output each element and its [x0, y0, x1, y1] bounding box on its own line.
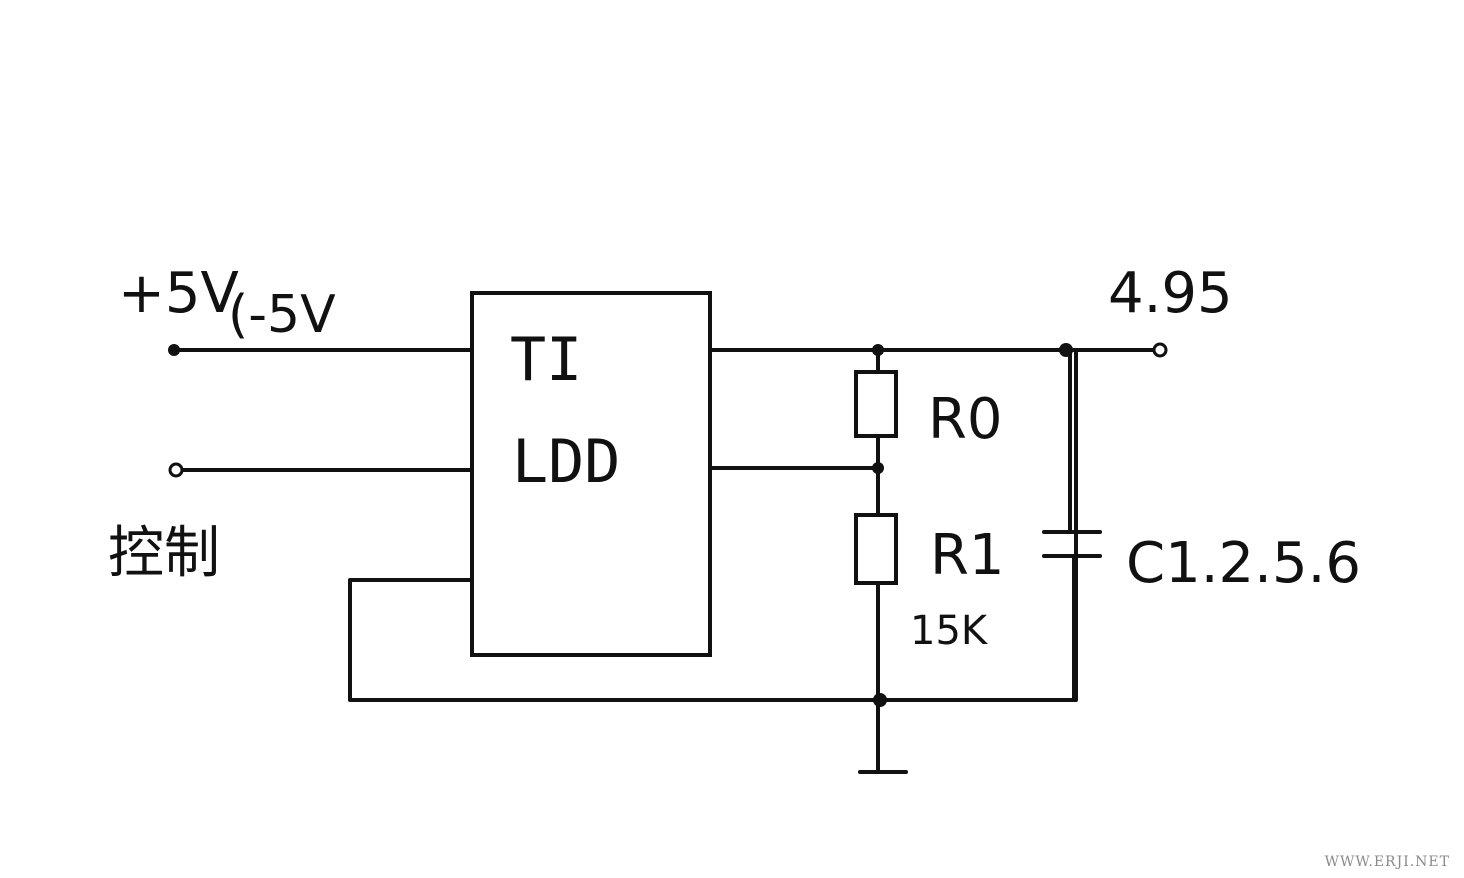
- resistor-r1: [854, 513, 898, 585]
- junction-ground: [873, 693, 887, 707]
- regulator-block: [470, 291, 712, 657]
- label-output-voltage: 4.95: [1108, 261, 1233, 326]
- label-chip-line1: TI: [510, 325, 582, 395]
- output-terminal: [1152, 342, 1168, 358]
- label-capacitor: C1.2.5.6: [1126, 531, 1361, 596]
- label-r1: R1: [930, 523, 1005, 588]
- control-terminal: [168, 462, 184, 478]
- label-r0: R0: [928, 387, 1003, 452]
- label-input-range: (-5V: [228, 285, 336, 345]
- input-terminal: [168, 344, 180, 356]
- label-chip-line2: LDD: [512, 427, 620, 497]
- label-control: 控制: [108, 521, 220, 586]
- label-input-voltage: +5V: [118, 261, 239, 326]
- label-r1-value: 15K: [910, 608, 989, 654]
- watermark: WWW.ERJI.NET: [1324, 854, 1450, 870]
- resistor-r0: [854, 370, 898, 438]
